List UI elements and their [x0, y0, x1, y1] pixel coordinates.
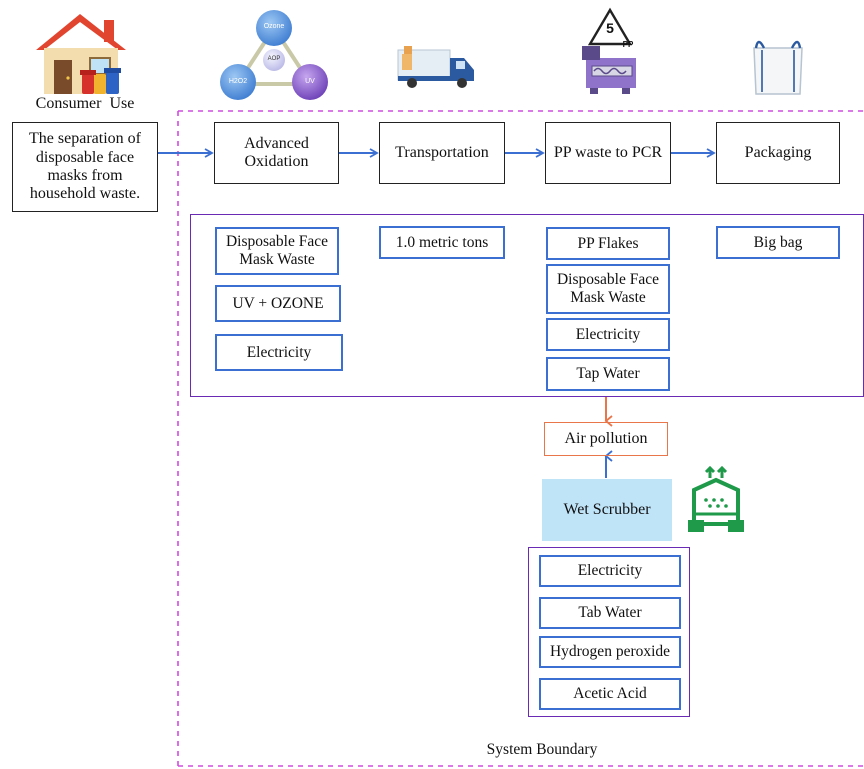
scrubber-inputs-frame	[528, 547, 690, 717]
recycle-extruder-icon: 5 PP	[578, 6, 642, 98]
scrubber-input-electricity: Electricity	[539, 555, 681, 587]
scrubber-input-acetic-acid: Acetic Acid	[539, 678, 681, 710]
air-pollution-box: Air pollution	[544, 422, 668, 456]
uv-label: UV	[305, 78, 315, 85]
ozone-label: Ozone	[263, 23, 285, 30]
scrubber-input-tab-water: Tab Water	[539, 597, 681, 629]
separation-box: The separation of disposable face masks …	[12, 122, 158, 212]
input-oxidation-uv-ozone: UV + OZONE	[215, 285, 341, 322]
input-packaging-big-bag: Big bag	[716, 226, 840, 259]
recycle-material: PP	[622, 40, 634, 49]
wet-scrubber-box: Wet Scrubber	[542, 479, 672, 541]
process-box-advanced-oxidation: Advanced Oxidation	[214, 122, 339, 184]
aop-label: AOP	[267, 56, 281, 62]
system-boundary-label: System Boundary	[486, 741, 598, 758]
input-pcr-electricity: Electricity	[546, 318, 670, 351]
oxidation-icon: Ozone H2O2 UV AOP	[218, 8, 330, 100]
input-oxidation-electricity: Electricity	[215, 334, 343, 371]
process-box-pp-to-pcr: PP waste to PCR	[545, 122, 671, 184]
input-oxidation-mask-waste: Disposable Face Mask Waste	[215, 227, 339, 275]
consumer-use-label: Consumer Use	[35, 95, 135, 112]
input-pcr-mask-waste: Disposable Face Mask Waste	[546, 264, 670, 314]
scrubber-input-hydrogen-peroxide: Hydrogen peroxide	[539, 636, 681, 668]
h2o2-label: H2O2	[228, 78, 248, 85]
input-pcr-tap-water: Tap Water	[546, 357, 670, 391]
input-pcr-pp-flakes: PP Flakes	[546, 227, 670, 260]
truck-icon	[397, 46, 474, 88]
process-box-transportation: Transportation	[379, 122, 505, 184]
big-bag-icon	[753, 40, 803, 95]
input-transport-tons: 1.0 metric tons	[379, 226, 505, 259]
wet-scrubber-icon	[688, 466, 744, 532]
process-box-packaging: Packaging	[716, 122, 840, 184]
house-icon	[36, 14, 126, 94]
recycle-code: 5	[606, 20, 614, 36]
